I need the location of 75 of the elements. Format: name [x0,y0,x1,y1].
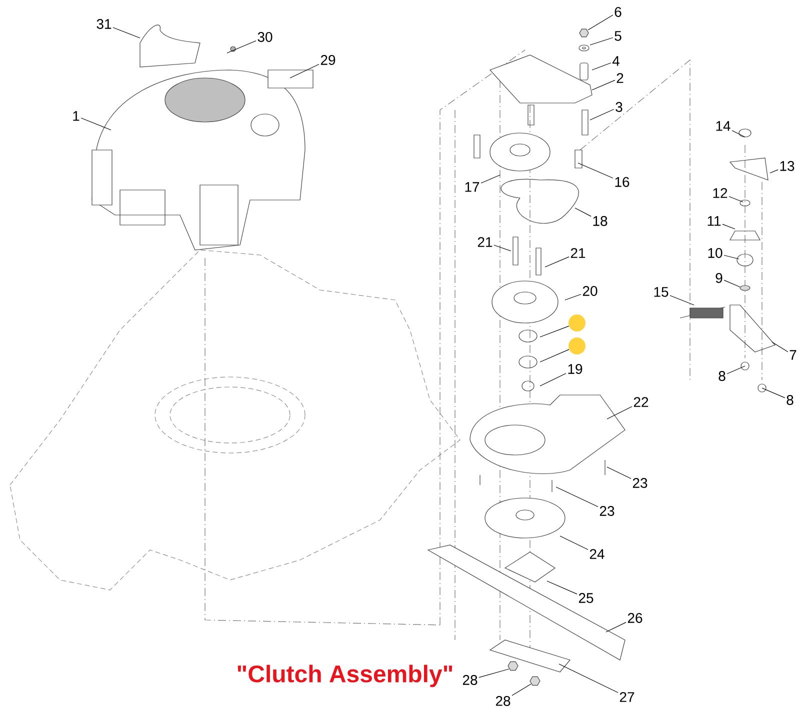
leader-line [728,196,744,202]
leader-line [564,294,582,300]
callout-number: 26 [628,613,642,623]
callout-number: 20 [582,286,598,296]
callout-number: 17 [465,182,480,192]
callout-number: 1 [73,111,80,121]
callout-number: 10 [708,248,722,258]
callout-number: 5 [614,31,622,41]
leader-line [772,342,788,352]
callout-number: 7 [790,350,796,360]
callout-number: 9 [716,273,722,283]
callout-number: 16 [615,177,630,187]
callout-number: 19 [568,364,582,374]
callout-number: 11 [708,216,721,226]
leader-line [590,108,614,120]
leader-line [722,224,736,230]
callout-number: 2 [616,73,624,83]
callout-number: 28 [496,696,510,706]
leader-line [290,64,320,78]
leader-line [480,174,500,184]
callout-number: 21 [478,237,492,247]
callout-number: 4 [612,56,620,66]
callout-number: 23 [632,478,648,488]
callout-number: 27 [620,692,634,702]
callout-number: 24 [590,549,604,559]
callout-number: 15 [654,287,668,297]
leader-line [588,14,614,30]
title: "Clutch Assembly" [238,664,452,688]
leader-line [732,130,746,138]
callout-number: 31 [96,19,112,29]
leader-line [556,486,598,508]
leader-line [494,244,512,252]
leader-line [112,27,140,38]
leader-line [770,169,778,174]
callout-number: 25 [578,593,594,603]
leader-line [574,208,592,217]
leader-line [512,684,532,696]
leader-line [540,326,570,338]
leader-line [478,668,510,678]
callout-number: 6 [614,7,622,17]
leader-line [540,373,566,386]
callout-number: 14 [716,121,730,131]
leader-line [226,40,256,54]
leader-line [606,622,626,632]
leader-line [544,256,570,268]
leader-line [80,118,112,130]
leader-line [540,349,570,362]
callout-number: 13 [780,161,794,171]
callout-number: 22 [634,397,648,407]
leader-line [560,536,588,550]
leader-line [606,406,632,420]
leader-line [606,466,632,479]
leader-line [592,62,612,70]
leader-line [592,80,616,90]
callout-number: 12 [713,188,728,198]
leader-line [724,280,740,288]
highlight-dot [568,338,586,354]
leader-line [546,580,578,594]
callout-number: 23 [600,506,614,516]
leader-line [670,295,694,306]
callout-number: 28 [462,675,478,685]
highlight-dot [568,314,586,332]
callout-number: 8 [786,395,794,405]
callout-number: 8 [718,371,726,381]
callout-number: 21 [570,248,586,258]
leader-line [762,388,786,398]
callout-number: 30 [258,32,272,42]
callout-number: 29 [320,55,336,65]
leader-line [590,37,614,46]
callout-number: 3 [616,102,622,112]
leader-line [724,254,740,260]
leader-line [726,366,746,374]
leader-line [558,664,618,693]
leader-line [578,162,614,178]
callout-number: 18 [593,216,608,226]
